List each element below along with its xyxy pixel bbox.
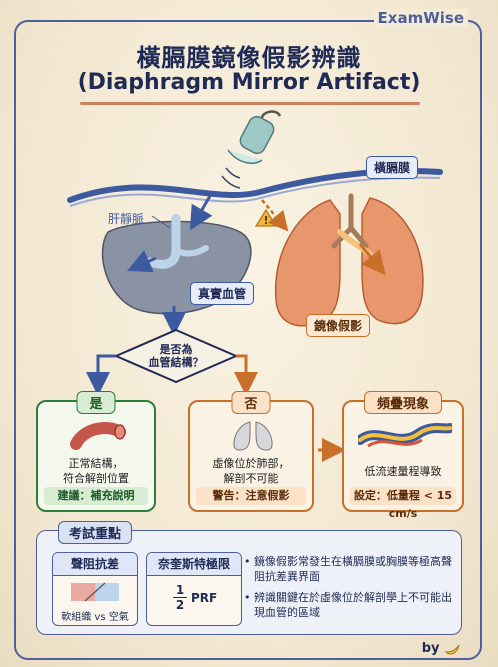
decision-question: 是否為 血管結構？	[148, 343, 204, 369]
interface-icon	[71, 582, 119, 602]
nyquist-head: 奈奎斯特極限	[147, 553, 241, 576]
aliasing-foot: 設定：低量程 < 15 cm/s	[350, 487, 456, 520]
mirror-artifact-label: 鏡像假影	[306, 314, 371, 337]
no-box: 否 虛像位於肺部， 解剖不可能 警告：注意假影	[188, 391, 314, 512]
no-foot: 警告：注意假影	[196, 487, 306, 505]
aliasing-text: 低流速量程導致	[364, 465, 442, 478]
banana-icon	[444, 644, 460, 654]
aliasing-head: 頻疊現象	[363, 391, 443, 414]
brand-logo: ExamWise	[373, 9, 468, 27]
nyquist-formula: 1 2	[173, 583, 187, 612]
exam-point-1: 鏡像假影常發生在橫膈膜或胸膜等極高聲阻抗差異界面	[244, 554, 454, 584]
diaphragm-label: 橫膈膜	[366, 156, 419, 179]
aliasing-box: 頻疊現象 低流速量程導致 設定：低量程 < 15 cm/s	[342, 391, 464, 520]
nyquist-card: 奈奎斯特極限 1 2 PRF	[146, 552, 242, 626]
yes-text: 正常結構， 符合解剖位置	[63, 457, 129, 485]
yes-box: 是 正常結構， 符合解剖位置 建議：補充說明	[36, 391, 156, 512]
lung-small-icon	[233, 421, 273, 451]
exam-title: 考試重點	[58, 521, 133, 544]
impedance-card: 聲阻抗差 軟組織 vs 空氣	[52, 552, 138, 626]
ultrasound-probe-icon	[221, 110, 282, 189]
border-frame	[14, 20, 482, 660]
svg-text:!: !	[263, 214, 268, 227]
page-subtitle: (Diaphragm Mirror Artifact)	[77, 70, 421, 95]
impedance-head: 聲阻抗差	[53, 553, 137, 576]
nyquist-unit: PRF	[191, 591, 218, 605]
lung-icon	[274, 193, 424, 327]
page-title: 橫膈膜鏡像假影辨識	[136, 44, 362, 72]
title-underline	[80, 102, 420, 105]
real-vessel-label: 真實血管	[190, 282, 255, 305]
yes-head: 是	[76, 391, 116, 414]
yes-foot: 建議：補充說明	[44, 487, 148, 505]
exam-point-2: 辨識關鍵在於虛像位於解剖學上不可能出現血管的區域	[244, 590, 454, 620]
vessel-icon	[70, 422, 126, 450]
no-text: 虛像位於肺部， 解剖不可能	[212, 457, 290, 485]
byline: by	[422, 641, 460, 656]
doppler-wave-icon	[358, 423, 452, 448]
hepatic-vein-label: 肝靜脈	[108, 212, 145, 226]
impedance-caption: 軟組織 vs 空氣	[61, 612, 129, 623]
no-head: 否	[231, 391, 271, 414]
decision-diamond	[113, 328, 239, 384]
